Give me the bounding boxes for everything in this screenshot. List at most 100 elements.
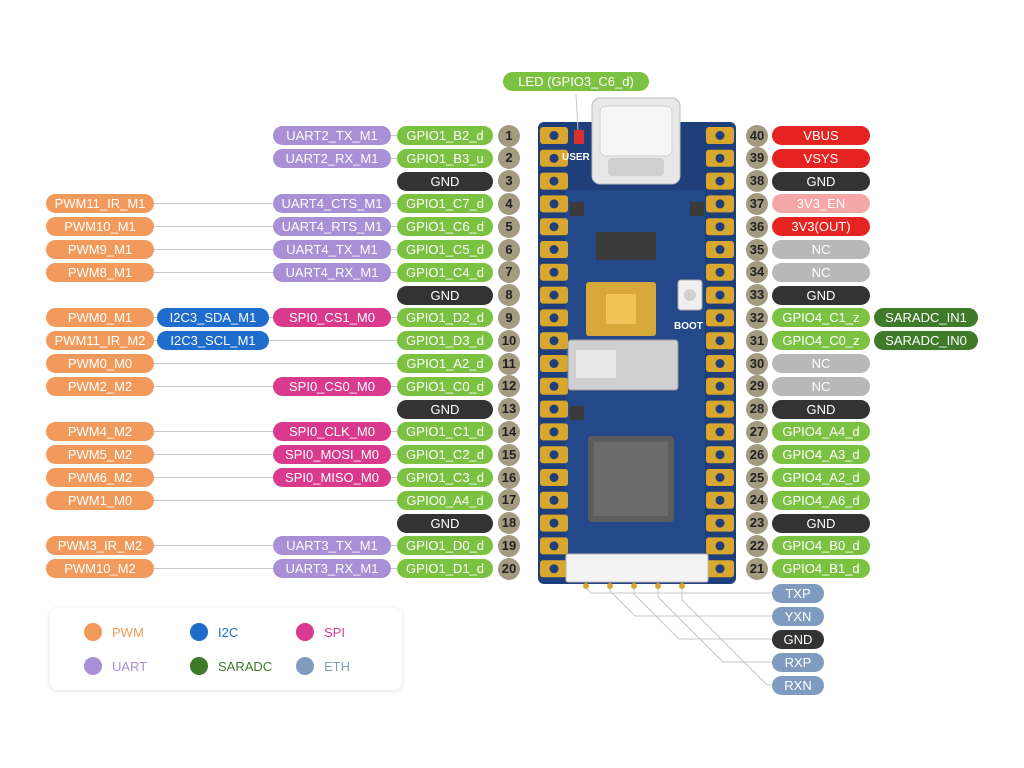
boot-label: BOOT bbox=[674, 321, 703, 332]
legend-swatch bbox=[84, 657, 102, 675]
pin-number: 26 bbox=[746, 443, 768, 466]
uart-label: UART4_RTS_M1 bbox=[273, 217, 391, 237]
pad-hole bbox=[549, 176, 559, 186]
gpio-label: GPIO1_B2_d bbox=[397, 126, 493, 145]
gpio-label: GPIO1_B3_u bbox=[397, 148, 493, 168]
pwm-label: PWM9_M1 bbox=[46, 240, 154, 259]
pad-hole bbox=[715, 473, 725, 482]
led-icon bbox=[574, 130, 584, 144]
pin-number: 18 bbox=[498, 512, 520, 535]
gnd-label: GND bbox=[772, 285, 870, 305]
pwm-label: PWM10_M1 bbox=[46, 217, 154, 237]
legend-label: I2C bbox=[218, 624, 239, 640]
pin-number: 9 bbox=[498, 306, 520, 329]
pad-hole bbox=[715, 313, 725, 323]
led-label: LED (GPIO3_C6_d) bbox=[503, 72, 649, 91]
pin-number: 15 bbox=[498, 443, 520, 466]
pin-number: 12 bbox=[498, 375, 520, 398]
pad-hole bbox=[549, 267, 559, 277]
pin-number: 38 bbox=[746, 170, 768, 193]
eth-contact bbox=[607, 583, 613, 589]
pad-hole bbox=[715, 541, 725, 551]
leader-line bbox=[391, 135, 397, 136]
pad-hole bbox=[715, 450, 725, 460]
pad-hole bbox=[715, 381, 725, 391]
pin-number: 5 bbox=[498, 215, 520, 238]
pwm-label: PWM5_M2 bbox=[46, 445, 154, 465]
pin-number: 20 bbox=[498, 557, 520, 580]
gnd-label: GND bbox=[772, 399, 870, 419]
pad-hole bbox=[549, 473, 559, 482]
saradc-label: SARADC_IN1 bbox=[874, 308, 978, 328]
pin-number: 28 bbox=[746, 398, 768, 421]
pad-hole bbox=[549, 336, 559, 346]
gpio-label: GPIO1_D0_d bbox=[397, 536, 493, 556]
gnd-label: GND bbox=[772, 171, 870, 191]
pad-hole bbox=[715, 245, 725, 254]
legend-label: SARADC bbox=[218, 658, 273, 674]
pin-number: 6 bbox=[498, 238, 520, 261]
eth-leader bbox=[633, 584, 772, 640]
pad-hole bbox=[715, 518, 725, 528]
eth-eth-label: TXP bbox=[772, 584, 824, 603]
uart-label: UART4_TX_M1 bbox=[273, 240, 391, 259]
pad-hole bbox=[549, 495, 559, 505]
legend-swatch bbox=[296, 657, 314, 675]
gpio-label: GPIO4_B0_d bbox=[772, 536, 870, 556]
eth-leader bbox=[585, 584, 772, 594]
uart-label: UART3_TX_M1 bbox=[273, 536, 391, 556]
power_light-label: 3V3_EN bbox=[772, 194, 870, 214]
eth-leader bbox=[681, 584, 772, 686]
gpio-label: GPIO1_C6_d bbox=[397, 217, 493, 237]
pad-hole bbox=[549, 381, 559, 391]
pin-number: 2 bbox=[498, 147, 520, 170]
eth-leader-lines bbox=[583, 583, 772, 686]
pin-number: 17 bbox=[498, 489, 520, 512]
pwm-label: PWM0_M0 bbox=[46, 354, 154, 373]
pwm-label: PWM0_M1 bbox=[46, 308, 154, 328]
pin-number: 3 bbox=[498, 170, 520, 193]
uart-label: UART2_TX_M1 bbox=[273, 126, 391, 145]
uart-label: UART4_RX_M1 bbox=[273, 262, 391, 282]
pin-number: 25 bbox=[746, 466, 768, 489]
pad-hole bbox=[549, 404, 559, 414]
gpio-label: GPIO1_C5_d bbox=[397, 240, 493, 259]
leader-line bbox=[154, 340, 397, 342]
gpio-label: GPIO1_C3_d bbox=[397, 468, 493, 487]
pad-hole bbox=[549, 518, 559, 528]
pin-number: 24 bbox=[746, 489, 768, 512]
pin-number: 4 bbox=[498, 192, 520, 215]
pad-hole bbox=[549, 245, 559, 254]
pwm-label: PWM2_M2 bbox=[46, 376, 154, 396]
pad-hole bbox=[715, 153, 725, 163]
eth-eth-label: RXN bbox=[772, 676, 824, 695]
pin-number: 10 bbox=[498, 329, 520, 352]
pwm-label: PWM11_IR_M1 bbox=[46, 194, 154, 214]
pin-number: 34 bbox=[746, 261, 768, 284]
i2c-label: I2C3_SCL_M1 bbox=[157, 331, 269, 351]
pad-hole bbox=[549, 359, 559, 368]
gpio-label: GPIO1_C1_d bbox=[397, 422, 493, 442]
gpio-label: GPIO1_C4_d bbox=[397, 262, 493, 282]
pin-number: 11 bbox=[498, 352, 520, 375]
pin-number: 37 bbox=[746, 192, 768, 215]
legend-item-uart: UART bbox=[84, 657, 147, 675]
pad-hole bbox=[549, 290, 559, 300]
pin-number: 21 bbox=[746, 557, 768, 580]
pad-hole bbox=[549, 541, 559, 551]
legend-swatch bbox=[190, 657, 208, 675]
pin-number: 14 bbox=[498, 420, 520, 443]
uart-label: UART2_RX_M1 bbox=[273, 148, 391, 168]
pin-number: 19 bbox=[498, 534, 520, 557]
pwm-label: PWM11_IR_M2 bbox=[46, 331, 154, 351]
pad-hole bbox=[715, 176, 725, 186]
uart-label: UART4_CTS_M1 bbox=[273, 194, 391, 214]
pad-hole bbox=[549, 222, 559, 232]
nc-label: NC bbox=[772, 262, 870, 282]
gpio-label: GPIO1_A2_d bbox=[397, 354, 493, 373]
gpio-label: GPIO1_C2_d bbox=[397, 445, 493, 465]
pwm-label: PWM10_M2 bbox=[46, 559, 154, 579]
pin-number: 39 bbox=[746, 147, 768, 170]
pad-hole bbox=[549, 564, 559, 574]
uart-label: UART3_RX_M1 bbox=[273, 559, 391, 579]
